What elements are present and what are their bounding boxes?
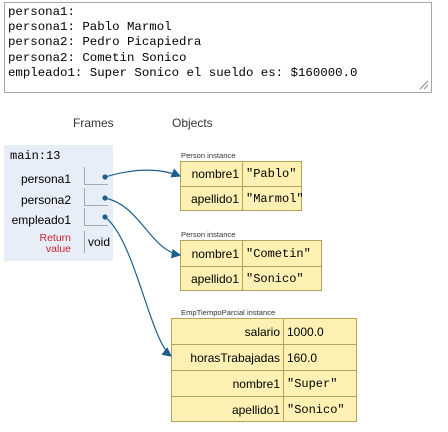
pointer-slot-persona2 — [84, 188, 108, 206]
output-line: empleado1: Super Sonico el sueldo es: $1… — [8, 65, 358, 80]
field-key: horasTrabajadas — [172, 345, 284, 370]
output-line: persona1: Pablo Marmol — [8, 20, 172, 35]
variable-name-empleado1: empleado1 — [11, 213, 71, 227]
program-output-console: persona1: persona1: Pablo Marmol persona… — [4, 2, 432, 93]
field-key: apellido1 — [172, 397, 284, 422]
object-label: EmpTiempoParcial instance — [181, 308, 276, 317]
pointer-slot-persona1 — [84, 167, 108, 185]
field-row: apellido1 "Sonico" — [172, 397, 356, 422]
stack-frame-main: main:13 persona1 persona2 empleado1 Retu… — [4, 145, 113, 261]
pointer-arrow-persona1 — [104, 168, 182, 178]
field-key: nombre1 — [172, 371, 284, 396]
field-key: apellido1 — [181, 187, 243, 211]
field-row: nombre1 "Pablo" — [181, 162, 301, 186]
frame-title: main:13 — [10, 149, 61, 163]
field-value: "Pablo" — [246, 167, 297, 181]
field-key: nombre1 — [181, 162, 243, 186]
pointer-arrow-persona2 — [104, 197, 182, 259]
return-value: void — [84, 231, 110, 253]
field-key: nombre1 — [181, 241, 243, 266]
field-value: 160.0 — [287, 350, 318, 365]
field-row: apellido1 "Sonico" — [181, 267, 321, 291]
resize-grip-icon[interactable] — [419, 80, 429, 90]
objects-header: Objects — [172, 116, 213, 130]
output-line: persona2: Cometin Sonico — [8, 50, 187, 65]
variable-name-persona2: persona2 — [20, 193, 71, 207]
field-row: apellido1 "Marmol" — [181, 187, 304, 211]
frames-header: Frames — [73, 116, 114, 130]
field-row: horasTrabajadas 160.0 — [172, 345, 356, 370]
field-key: salario — [172, 319, 284, 344]
field-row: nombre1 "Cometin" — [181, 241, 321, 266]
variable-name-persona1: persona1 — [20, 172, 71, 186]
person-instance-pablo: nombre1 "Pablo" apellido1 "Marmol" — [180, 161, 304, 211]
field-value: "Cometin" — [246, 246, 311, 261]
field-value: 1000.0 — [287, 324, 324, 339]
return-label: Return value — [39, 232, 71, 255]
field-row: salario 1000.0 — [172, 319, 356, 344]
field-row: nombre1 "Super" — [172, 371, 356, 396]
output-line: persona2: Pedro Picapiedra — [8, 35, 202, 50]
person-instance-cometin: nombre1 "Cometin" apellido1 "Sonico" — [180, 240, 322, 291]
field-key: apellido1 — [181, 267, 243, 291]
object-label: Person instance — [181, 230, 236, 239]
pointer-slot-empleado1 — [84, 208, 108, 226]
field-value: "Sonico" — [246, 272, 304, 286]
field-value: "Super" — [287, 376, 338, 391]
field-value: "Sonico" — [287, 402, 345, 417]
field-value: "Marmol" — [246, 192, 304, 206]
object-label: Person instance — [181, 151, 236, 160]
pointer-arrow-empleado1 — [104, 216, 172, 357]
output-line: persona1: — [8, 5, 75, 19]
emptiempoparcial-instance: salario 1000.0 horasTrabajadas 160.0 nom… — [171, 318, 357, 422]
